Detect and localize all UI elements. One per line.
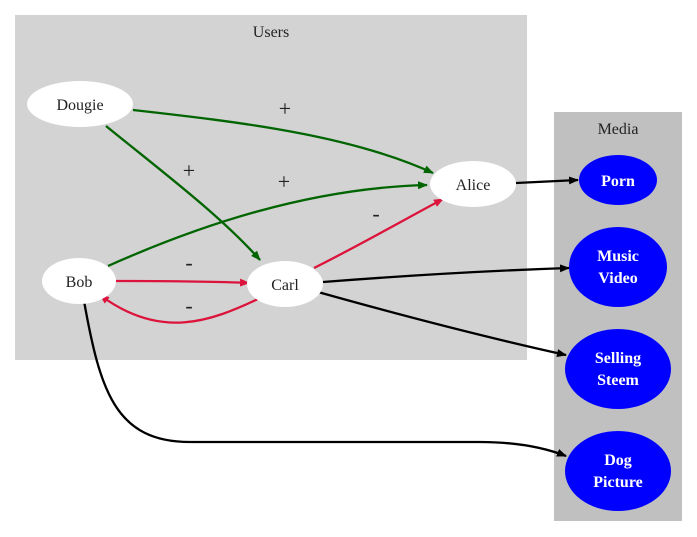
edge-label-dougie-carl: + (183, 158, 195, 183)
node-carl[interactable]: Carl (247, 261, 323, 307)
node-alice-shape (430, 161, 516, 207)
node-alice[interactable]: Alice (430, 161, 516, 207)
edge-label-bob-carl: - (185, 250, 192, 275)
edge-label-carl-alice: - (372, 201, 379, 226)
node-carl-label: Carl (271, 277, 299, 294)
node-selling-steem-label-line1: Selling (595, 350, 641, 367)
node-music-video-label-line2: Video (598, 270, 637, 287)
edge-labels: + + + - - - (183, 96, 380, 318)
node-bob[interactable]: Bob (42, 258, 116, 304)
media-cluster-label: Media (598, 121, 639, 138)
node-music-video[interactable]: Music Video (569, 227, 667, 307)
node-dog-picture[interactable]: Dog Picture (565, 431, 671, 511)
node-dog-picture-shape (565, 431, 671, 511)
edge-bob-dog-picture (82, 300, 567, 458)
node-porn[interactable]: Porn (579, 155, 657, 205)
edge-label-bob-alice: + (278, 169, 290, 194)
users-cluster-label: Users (253, 24, 289, 41)
edge-alice-porn (515, 176, 579, 185)
node-dog-picture-label-line1: Dog (604, 452, 632, 469)
node-music-video-shape (569, 227, 667, 307)
node-porn-shape (579, 155, 657, 205)
node-dougie[interactable]: Dougie (27, 81, 133, 127)
node-dougie-shape (27, 81, 133, 127)
edge-carl-selling-steem (317, 290, 567, 357)
node-dog-picture-label-line2: Picture (593, 474, 642, 491)
node-music-video-label-line1: Music (597, 248, 639, 265)
edges (82, 108, 579, 458)
node-selling-steem-label-line2: Steem (597, 372, 639, 389)
edge-bob-carl (115, 278, 250, 287)
edge-carl-bob (99, 294, 261, 324)
node-selling-steem[interactable]: Selling Steem (565, 329, 671, 409)
edge-label-dougie-alice: + (279, 96, 291, 121)
media-nodes: Porn Music Video Selling Steem Dog Pictu… (565, 155, 671, 511)
edge-dougie-alice (132, 108, 434, 175)
node-alice-label: Alice (456, 177, 491, 194)
node-selling-steem-shape (565, 329, 671, 409)
node-porn-label: Porn (601, 173, 635, 190)
edge-carl-alice (313, 197, 444, 270)
edge-label-carl-bob: - (185, 293, 192, 318)
edge-bob-alice (107, 181, 428, 268)
node-bob-label: Bob (66, 274, 93, 291)
node-dougie-label: Dougie (56, 97, 103, 114)
node-carl-shape (247, 261, 323, 307)
user-nodes: Dougie Alice Bob Carl (27, 81, 516, 307)
edge-dougie-carl (105, 125, 261, 261)
node-bob-shape (42, 258, 116, 304)
edge-carl-music-video (322, 264, 570, 284)
